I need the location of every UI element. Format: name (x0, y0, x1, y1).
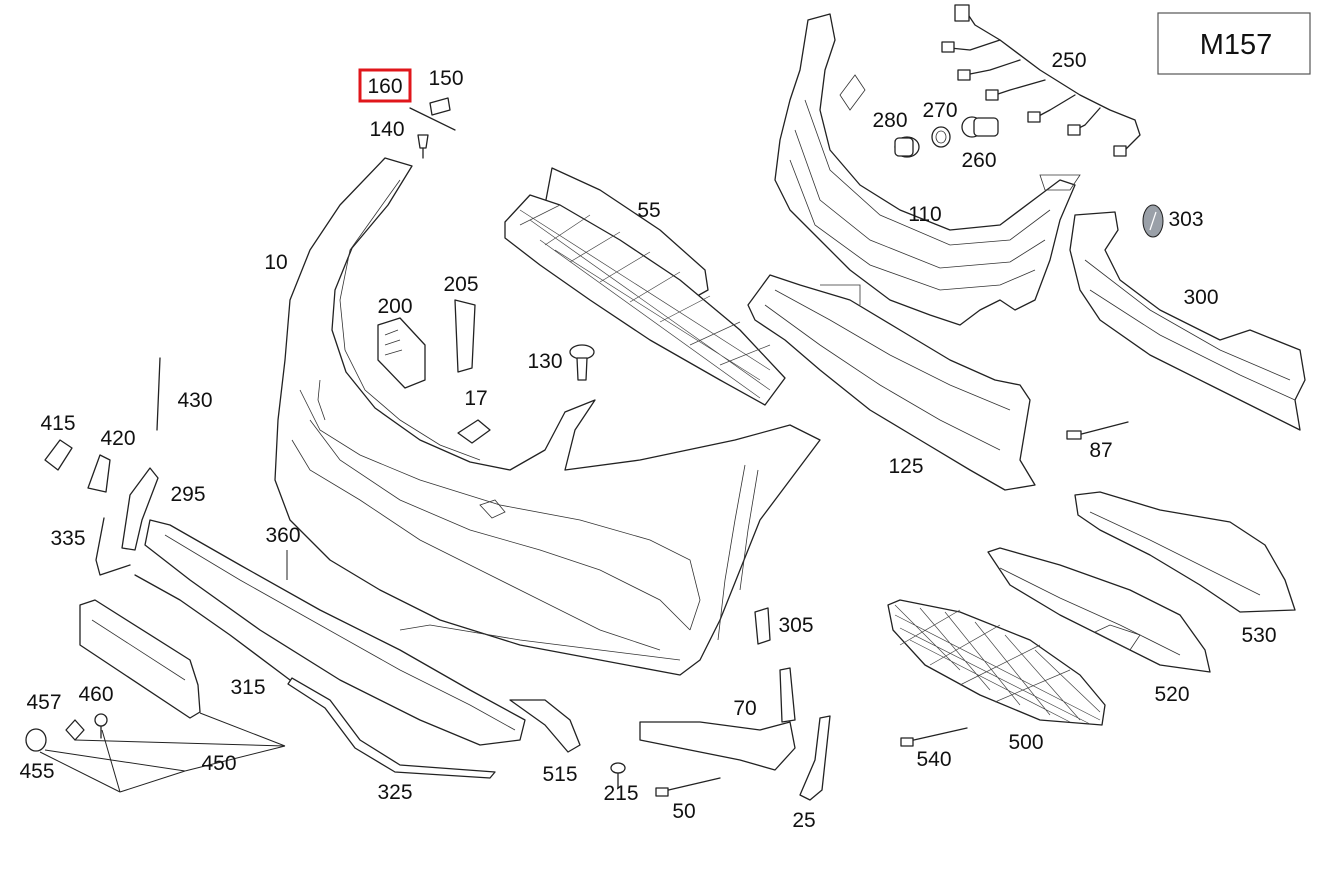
label-250[interactable]: 250 (1051, 49, 1086, 72)
part-457-nut[interactable] (65, 719, 85, 741)
label-450[interactable]: 450 (201, 752, 236, 775)
part-530-frame[interactable] (1074, 491, 1296, 613)
leader-lines (39, 550, 288, 793)
label-25[interactable]: 25 (792, 809, 815, 832)
part-270-ring[interactable] (931, 126, 951, 148)
part-70-air-guide[interactable] (639, 667, 796, 771)
label-270[interactable]: 270 (922, 99, 957, 122)
part-10-bumper-cover[interactable] (274, 157, 821, 676)
model-code: M157 (1200, 29, 1273, 61)
part-450-screw[interactable] (94, 713, 108, 739)
label-260[interactable]: 260 (961, 149, 996, 172)
part-360-lower-trim[interactable] (144, 519, 526, 746)
part-325-chrome-strip[interactable] (287, 677, 496, 779)
part-250-wiring-harness[interactable] (941, 4, 1141, 157)
part-215-clip[interactable] (610, 762, 626, 789)
model-code-box: M157 (1157, 12, 1311, 75)
label-430[interactable]: 430 (177, 389, 212, 412)
label-515[interactable]: 515 (542, 763, 577, 786)
label-305[interactable]: 305 (778, 614, 813, 637)
part-420-bracket[interactable] (87, 454, 111, 493)
part-50-bolt[interactable] (655, 777, 721, 797)
part-labels: 160 150 140 10 55 280 270 260 250 110 30… (19, 49, 1276, 832)
part-150-clip[interactable] (429, 97, 451, 116)
label-110[interactable]: 110 (908, 203, 941, 226)
part-280-sensor[interactable] (894, 136, 920, 158)
label-70[interactable]: 70 (733, 697, 756, 720)
part-205-bracket[interactable] (454, 299, 476, 373)
label-540[interactable]: 540 (916, 748, 951, 771)
label-455[interactable]: 455 (19, 760, 54, 783)
part-300-absorber[interactable] (1069, 211, 1306, 431)
part-315-strip[interactable] (134, 574, 291, 681)
label-300[interactable]: 300 (1183, 286, 1218, 309)
part-460-plate-bracket[interactable] (79, 599, 201, 719)
part-540-bolt[interactable] (900, 727, 968, 747)
label-420[interactable]: 420 (100, 427, 135, 450)
label-360[interactable]: 360 (265, 524, 300, 547)
label-160[interactable]: 160 (367, 75, 402, 98)
label-325[interactable]: 325 (377, 781, 412, 804)
part-305-bracket[interactable] (754, 607, 771, 645)
label-500[interactable]: 500 (1008, 731, 1043, 754)
label-150[interactable]: 150 (428, 67, 463, 90)
part-130-clip[interactable] (569, 344, 595, 381)
label-303[interactable]: 303 (1168, 208, 1203, 231)
part-500-lower-grille[interactable] (887, 599, 1106, 726)
highlight-box-160 (358, 68, 412, 103)
part-455-nut[interactable] (25, 728, 47, 752)
label-335[interactable]: 335 (50, 527, 85, 550)
label-10[interactable]: 10 (264, 251, 287, 274)
part-430-rod[interactable] (156, 357, 161, 431)
label-140[interactable]: 140 (369, 118, 404, 141)
label-50[interactable]: 50 (672, 800, 695, 823)
label-280[interactable]: 280 (872, 109, 907, 132)
part-87-bolt[interactable] (1066, 421, 1129, 440)
part-260-sensor[interactable] (961, 116, 999, 138)
part-415-cover[interactable] (44, 439, 73, 471)
label-200[interactable]: 200 (377, 295, 412, 318)
label-415[interactable]: 415 (40, 412, 75, 435)
label-530[interactable]: 530 (1241, 624, 1276, 647)
label-87[interactable]: 87 (1089, 439, 1112, 462)
label-125[interactable]: 125 (888, 455, 923, 478)
part-17-cap[interactable] (457, 419, 491, 444)
label-55[interactable]: 55 (637, 199, 660, 222)
part-295-trim[interactable] (121, 467, 159, 551)
label-457[interactable]: 457 (26, 691, 61, 714)
part-140-screw[interactable] (417, 134, 429, 159)
label-315[interactable]: 315 (230, 676, 265, 699)
part-125-lower-carrier[interactable] (747, 274, 1036, 491)
label-460[interactable]: 460 (78, 683, 113, 706)
part-303-badge[interactable] (1142, 204, 1164, 238)
part-160-strip[interactable] (409, 107, 456, 131)
part-55-upper-grille[interactable] (504, 167, 786, 406)
label-130[interactable]: 130 (527, 350, 562, 373)
label-520[interactable]: 520 (1154, 683, 1189, 706)
label-295[interactable]: 295 (170, 483, 205, 506)
part-515-trim[interactable] (509, 699, 581, 753)
label-17[interactable]: 17 (464, 387, 487, 410)
label-215[interactable]: 215 (603, 782, 638, 805)
part-200-module[interactable] (377, 317, 426, 389)
part-520-frame[interactable] (987, 547, 1211, 673)
label-205[interactable]: 205 (443, 273, 478, 296)
part-25-bracket[interactable] (799, 715, 831, 801)
part-110-carrier[interactable] (774, 13, 1081, 326)
part-335-strip[interactable] (95, 517, 131, 576)
